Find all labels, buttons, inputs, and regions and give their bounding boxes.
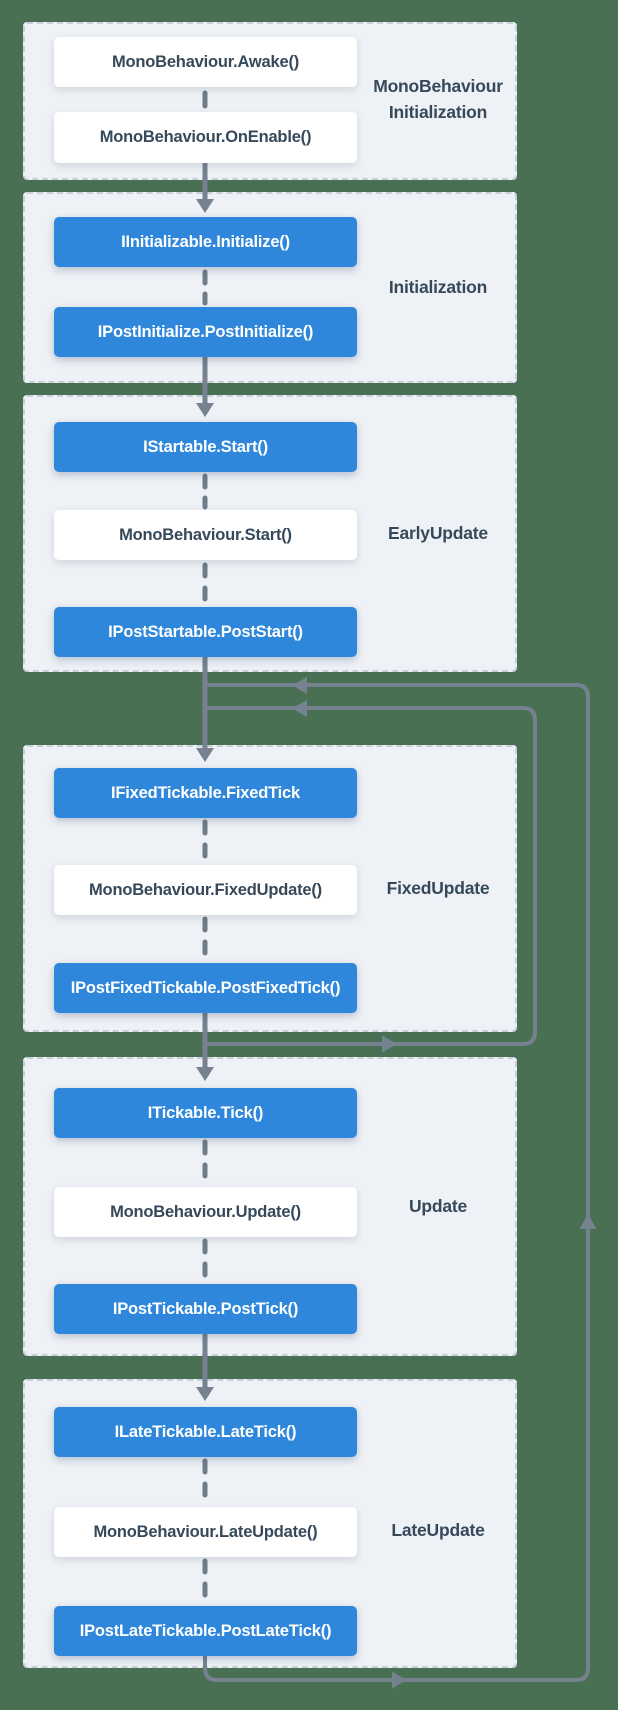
node-ipoststartable-poststart: IPostStartable.PostStart()	[54, 607, 357, 657]
label-line: MonoBehaviour	[373, 76, 503, 96]
node-monobehaviour-update: MonoBehaviour.Update()	[54, 1187, 357, 1237]
node-monobehaviour-awake: MonoBehaviour.Awake()	[54, 37, 357, 87]
node-monobehaviour-fixedupdate: MonoBehaviour.FixedUpdate()	[54, 865, 357, 915]
arrowhead-right-icon	[392, 1671, 407, 1689]
node-ilatetickable-latetick: ILateTickable.LateTick()	[54, 1407, 357, 1457]
node-monobehaviour-onenable: MonoBehaviour.OnEnable()	[54, 112, 357, 163]
label-earlyupdate: EarlyUpdate	[357, 520, 519, 546]
label-line: Initialization	[388, 277, 488, 297]
label-line: FixedUpdate	[386, 878, 490, 898]
label-fixedupdate: FixedUpdate	[357, 875, 519, 901]
node-ipostlatetickable-postlatetick: IPostLateTickable.PostLateTick()	[54, 1606, 357, 1656]
label-update: Update	[357, 1193, 519, 1219]
label-monobehaviour-initialization: MonoBehaviour Initialization	[357, 73, 519, 125]
label-lateupdate: LateUpdate	[357, 1517, 519, 1543]
label-initialization: Initialization	[357, 274, 519, 300]
node-iposttickable-posttick: IPostTickable.PostTick()	[54, 1284, 357, 1334]
label-line: LateUpdate	[391, 1520, 485, 1540]
node-ipostinitialize-postinitialize: IPostInitialize.PostInitialize()	[54, 307, 357, 357]
node-iinitializable-initialize: IInitializable.Initialize()	[54, 217, 357, 267]
node-monobehaviour-lateupdate: MonoBehaviour.LateUpdate()	[54, 1507, 357, 1557]
node-ipostfixedtickable-postfixedtick: IPostFixedTickable.PostFixedTick()	[54, 963, 357, 1013]
label-line: Initialization	[388, 102, 488, 122]
label-line: Update	[408, 1196, 468, 1216]
arrowhead-right-icon	[382, 1035, 397, 1053]
arrowhead-left-icon	[292, 677, 307, 694]
node-ifixedtickable-fixedtick: IFixedTickable.FixedTick	[54, 768, 357, 818]
node-itickable-tick: ITickable.Tick()	[54, 1088, 357, 1138]
label-line: EarlyUpdate	[388, 523, 488, 543]
arrowhead-left-icon	[292, 700, 307, 717]
node-monobehaviour-start: MonoBehaviour.Start()	[54, 510, 357, 560]
node-istartable-start: IStartable.Start()	[54, 422, 357, 472]
arrowhead-up-icon	[579, 1214, 597, 1229]
